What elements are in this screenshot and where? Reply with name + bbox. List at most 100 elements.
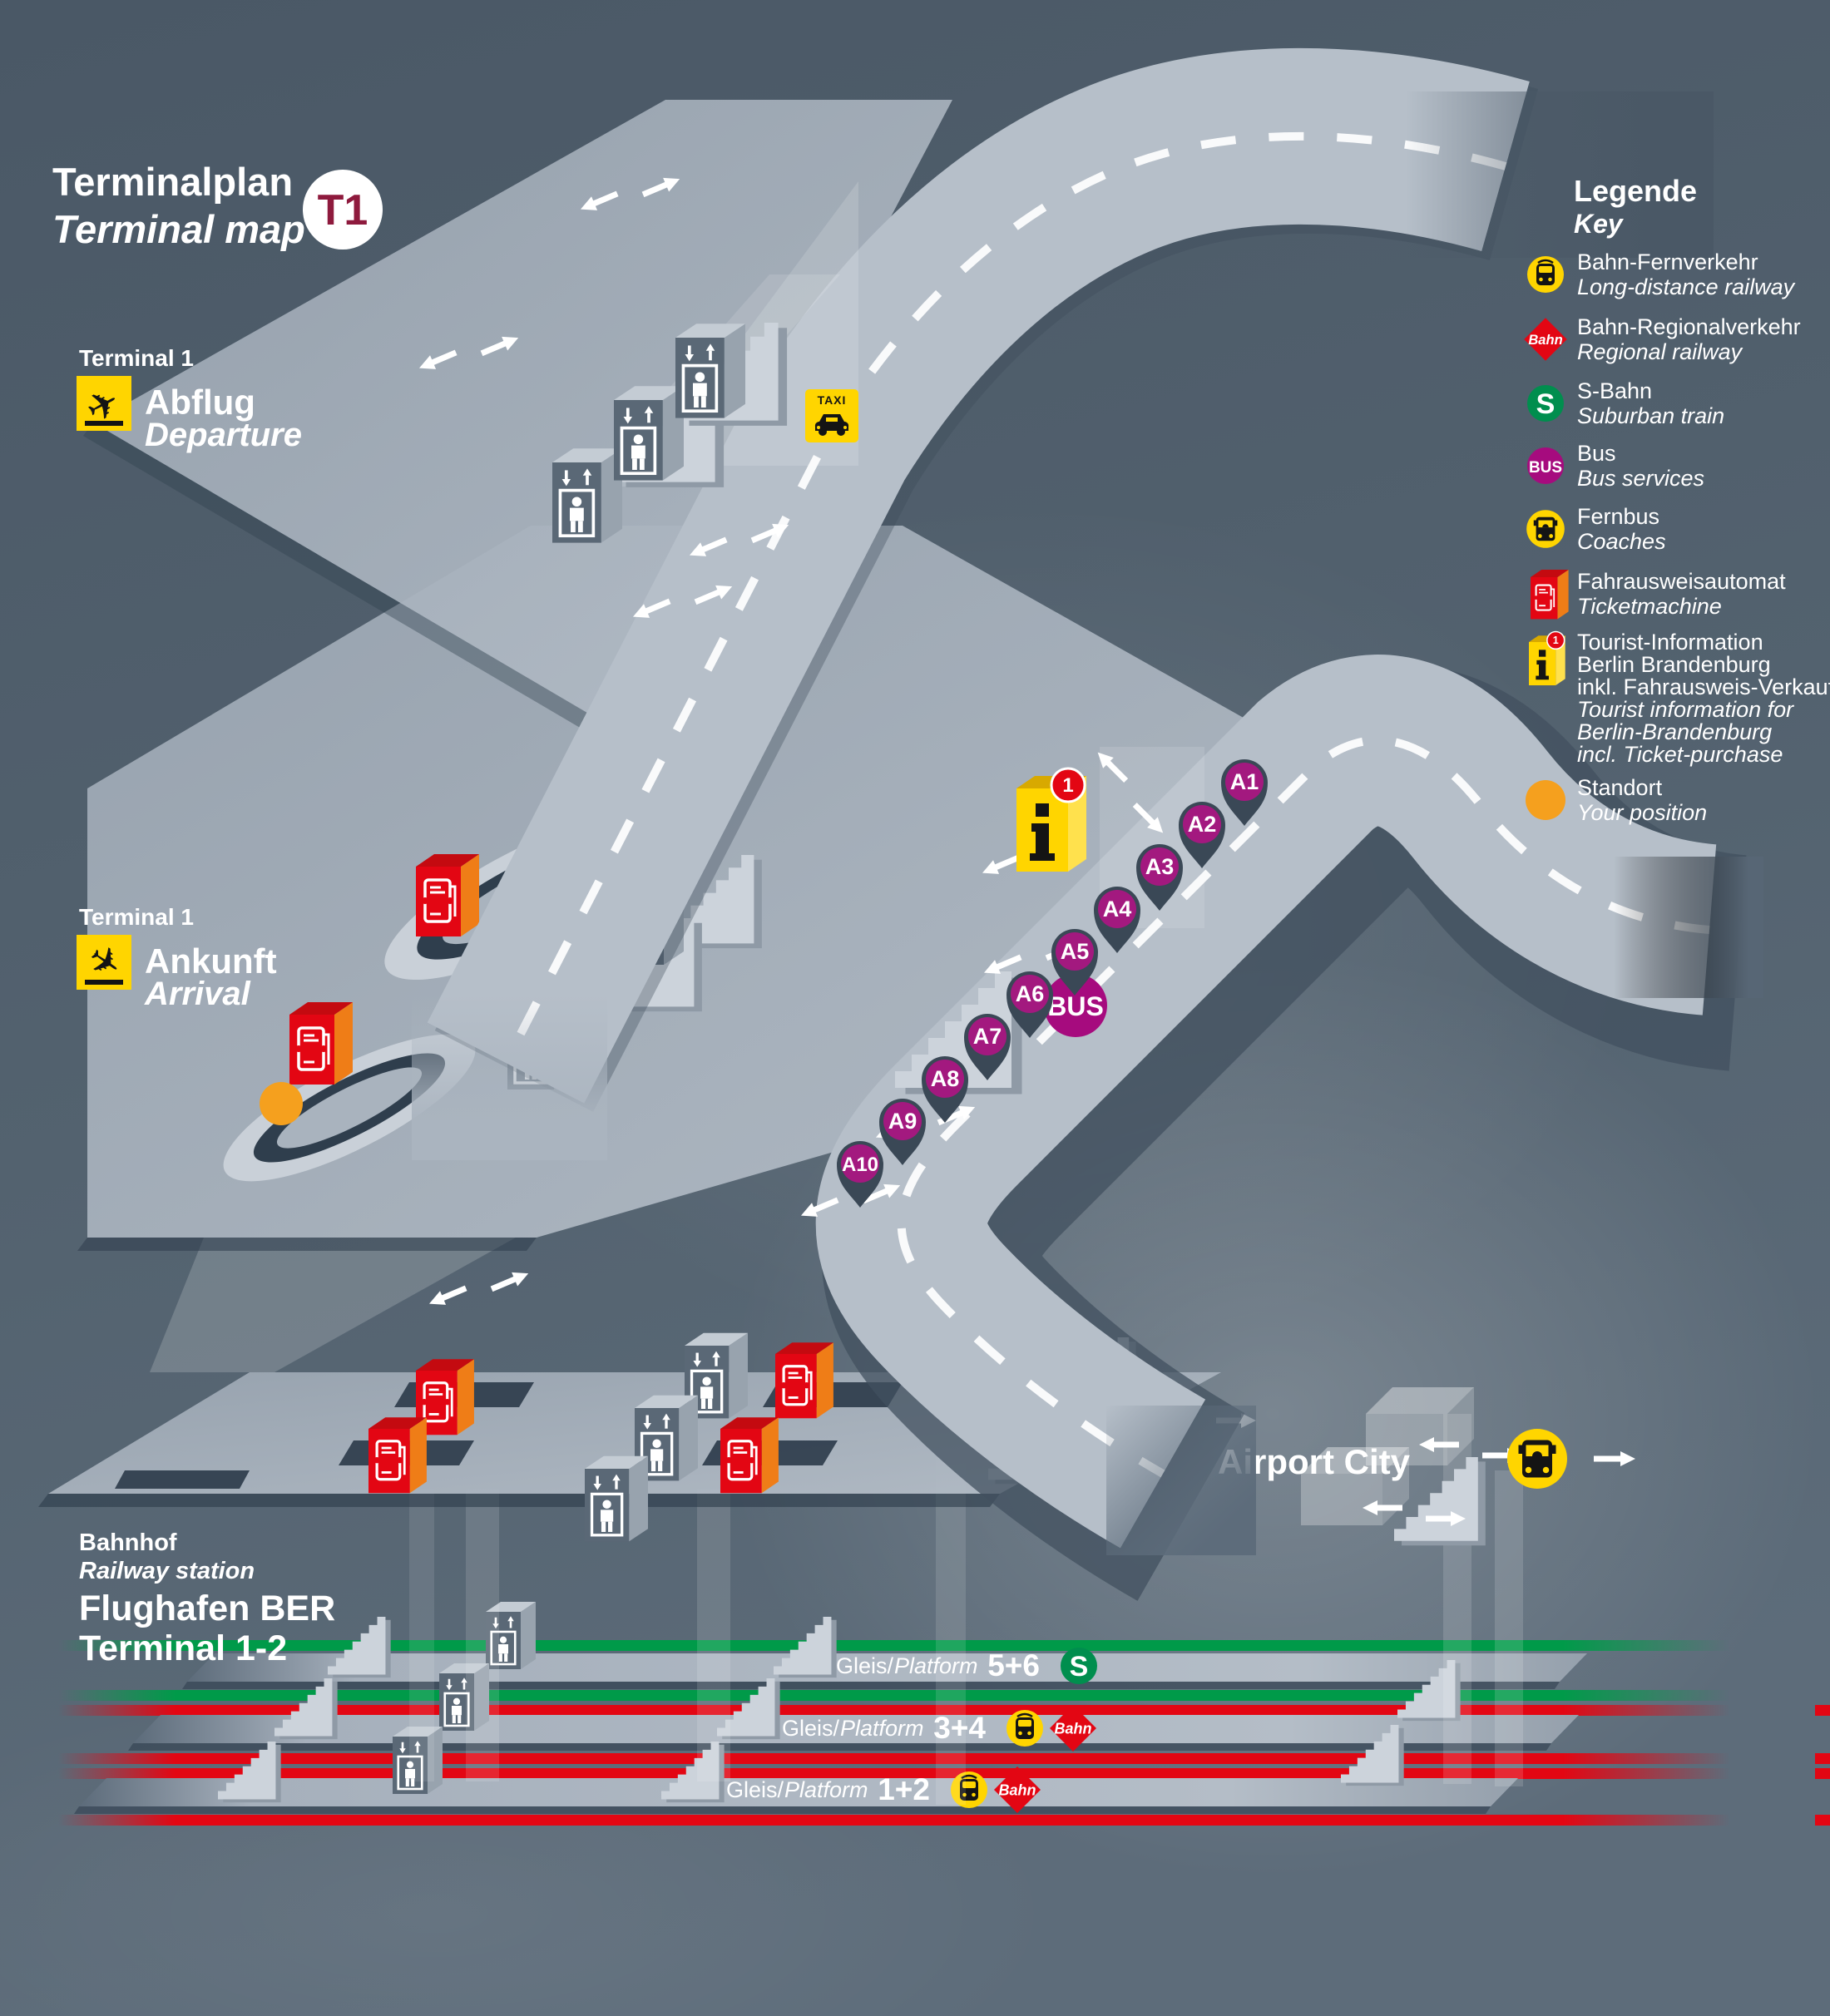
legend-item-coach: Fernbus Coaches [1526,504,1666,554]
your-position-marker [1526,780,1565,820]
railway-track-line [58,1753,1730,1764]
bus-circle-icon [1527,447,1564,484]
elevator-shaft [409,1489,434,1781]
pin-label: A8 [931,1066,960,1091]
sbahn-logo-icon [1061,1648,1097,1684]
pin-label: A5 [1061,939,1090,964]
bus-stop-pin: A5 [1051,929,1098,996]
station-en: Railway station [79,1558,255,1584]
station-de: Bahnhof [79,1529,177,1556]
departure-de: Abflug [145,383,255,422]
station-label-block: Bahnhof Railway station Flughafen BER Te… [79,1529,335,1668]
legend: Legende Key Bahn-Fernverkehr Long-distan… [1524,174,1830,825]
ticket-machine-icon [367,1416,428,1495]
elevator-icon [551,447,624,545]
legend-item-regional: Bahn-Regionalverkehr Regional railway [1524,314,1801,364]
platform-number: 3+4 [933,1711,986,1745]
legend-label-en: incl. Ticket-purchase [1577,742,1783,767]
legend-label-de: Tourist-Information [1577,630,1763,655]
long-distance-train-icon [1005,1708,1045,1748]
long-distance-train-icon [1526,254,1565,294]
legend-label-de: Bus [1577,441,1616,466]
sbahn-logo-icon [1527,385,1564,422]
gleis-label: Gleis/ [836,1653,894,1678]
road-fade [1614,857,1763,998]
legend-item-bus: BUS Bus Bus services [1527,441,1704,491]
gleis-label: Gleis/ [782,1716,840,1741]
legend-label-de: Bahn-Fernverkehr [1577,250,1758,274]
legend-item-ticket-machine: Fahrausweisautomat Ticketmachine [1529,568,1786,620]
elevator-icon [583,1455,650,1544]
platform-3-4 [133,1715,1579,1743]
bus-stop-pin: A2 [1179,802,1225,868]
title-block: Terminalplan Terminal map T1 [52,160,383,251]
railway-track-line [58,1768,1730,1779]
railway-track-line [58,1815,1730,1826]
page-title: Terminalplan [52,160,293,204]
platform-5-6 [187,1653,1587,1682]
bus-stop-pin: A8 [922,1056,968,1123]
terminal-badge-circle [303,170,383,250]
legend-label-de: Fernbus [1577,504,1659,529]
ticket-machine-icon [719,1416,780,1495]
legend-label-en: Bus services [1577,466,1704,491]
platform-label: Platform [784,1777,868,1802]
pin-label: A3 [1145,854,1175,879]
mezzanine-shadow [38,1494,1000,1507]
legend-label-de: inkl. Fahrausweis-Verkauf [1577,674,1830,699]
legend-label-en: Long-distance railway [1577,274,1796,299]
bus-stop-pin: A9 [879,1099,926,1165]
platform-label-1-2: Gleis/ Platform 1+2 [726,1766,1041,1813]
track-stub [1815,1705,1830,1716]
airport-city: Airport City [1218,1387,1635,1786]
legend-label-en: Suburban train [1577,403,1724,428]
legend-label-de: Berlin Brandenburg [1577,652,1771,677]
platform-shadow [74,1806,1491,1814]
pin-label: A4 [1103,897,1132,922]
pin-label: A2 [1188,812,1217,837]
bus-stop-pin: A10 [837,1141,883,1208]
legend-label-de: S-Bahn [1577,378,1652,403]
bus-stop-pin: A4 [1094,887,1140,953]
departure-en: Departure [145,417,302,453]
track-stub [1815,1768,1830,1779]
platform-shadow [182,1682,1560,1689]
legend-label-en: Tourist information for [1577,697,1794,722]
bus-stop-circle: BUS [1044,974,1107,1037]
legend-item-sbahn: S-Bahn Suburban train [1527,378,1724,428]
ticket-machine-icon [288,1001,354,1086]
arrival-label-block: Terminal 1 ✈ Ankunft Arrival [77,904,277,1012]
tourist-information-box [1015,767,1088,873]
elevator-shaft [1495,1470,1523,1786]
platform-label-5-6: Gleis/ Platform 5+6 [836,1648,1097,1684]
pin-label: A6 [1016,981,1045,1006]
arrival-de: Ankunft [145,941,277,981]
elevator-icon [612,384,685,482]
ticket-machine-icon [414,852,481,938]
platform-label: Platform [840,1716,924,1741]
road-fade [412,994,607,1160]
road-fade [1406,91,1714,258]
glass-pavilion [1301,1447,1409,1525]
pin-label: A10 [842,1154,878,1176]
terminal-name: Terminal 1 [79,904,194,930]
station-level: Gleis/ Platform 5+6 Gleis/ Platform 3+4 … [58,1600,1830,1826]
legend-item-long-distance: Bahn-Fernverkehr Long-distance railway [1526,250,1796,299]
bus-stop-pins: A1 A2 A3 A4 A5 A6 A7 A8 A9 A10 [837,759,1268,1208]
legend-label-en: Your position [1577,800,1707,825]
platform-label-3-4: Gleis/ Platform 3+4 [782,1705,1096,1752]
pin-label: A1 [1230,769,1259,794]
elevator-shaft [466,1489,499,1781]
page-title-en: Terminal map [52,207,305,251]
ticket-machine-icon [774,1341,835,1420]
connector-ramp [150,1238,516,1372]
track-stub [1815,1815,1830,1826]
legend-label-en: Regional railway [1577,339,1743,364]
bus-circle-label: BUS [1529,459,1562,477]
station-name-2: Terminal 1-2 [79,1628,287,1668]
departure-floor-shadow [83,422,620,745]
coach-icon [1526,510,1565,548]
legend-item-position: Standort Your position [1526,775,1707,825]
bus-stop-pin: A1 [1221,759,1268,826]
